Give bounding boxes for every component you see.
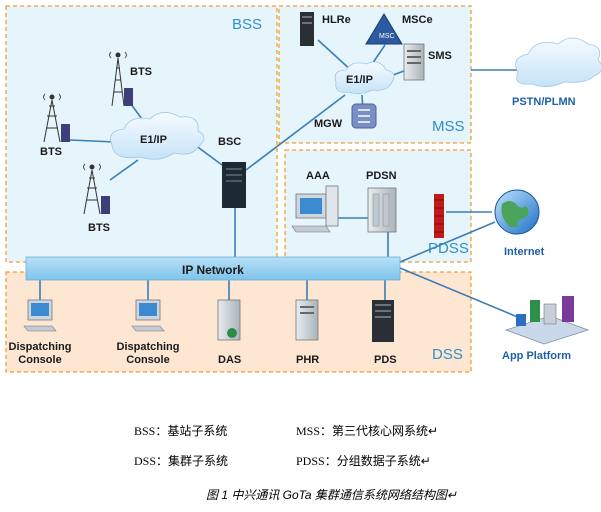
e1ip-label: E1/IP xyxy=(140,134,167,146)
aaa-computer-icon xyxy=(291,185,339,233)
e1ip-label: E1/IP xyxy=(346,74,373,86)
internet-label: Internet xyxy=(504,246,545,258)
bts-label: BTS xyxy=(130,66,152,78)
das-server-icon xyxy=(217,299,241,341)
figure-caption: 图 1 中兴通讯 GoTa 集群通信系统网络结构图↵ xyxy=(206,488,457,502)
link-ipnet-internet xyxy=(399,221,496,263)
pstn-cloud-icon xyxy=(515,37,601,87)
pdsn-server-icon xyxy=(367,187,397,233)
mgw-label: MGW xyxy=(314,118,343,130)
link-ipnet-app xyxy=(399,267,521,319)
msce-label: MSCe xyxy=(402,14,433,26)
mss-zone-label: MSS xyxy=(432,118,465,135)
bts-tower-icon xyxy=(43,93,70,143)
mgw-icon xyxy=(351,103,377,129)
dss-zone-label: DSS xyxy=(432,346,463,363)
cloud-icon xyxy=(110,112,205,160)
bts-tower-icon xyxy=(83,163,110,215)
bsc-cabinet-icon xyxy=(222,162,246,208)
link-bts-left-cloud xyxy=(69,139,116,143)
app-platform-label: App Platform xyxy=(502,350,572,362)
pdss-zone-label: PDSS xyxy=(428,240,469,257)
dispatching-console-label: Dispatching Console xyxy=(8,341,72,366)
app-platform-icon xyxy=(504,296,590,345)
msce-icon: MSC xyxy=(365,13,403,45)
link-cloud-bsc xyxy=(194,144,223,166)
ip-network-label: IP Network xyxy=(182,263,244,277)
svg-text:MSC: MSC xyxy=(379,33,395,40)
hlre-label: HLRe xyxy=(322,14,351,26)
dispatching-console-icon xyxy=(23,299,57,332)
bts-label: BTS xyxy=(40,146,62,158)
legend-mss: MSS：第三代核心网系统↵ xyxy=(296,424,439,438)
legend-bss: BSS：基站子系统 xyxy=(134,424,228,438)
firewall-icon xyxy=(434,194,444,238)
hlre-server-icon xyxy=(300,12,314,46)
pstn-label: PSTN/PLMN xyxy=(512,96,576,108)
bss-zone-label: BSS xyxy=(232,16,263,33)
pds-label: PDS xyxy=(374,354,397,366)
sms-label: SMS xyxy=(428,50,452,62)
internet-globe-icon xyxy=(494,189,540,235)
sms-server-icon xyxy=(403,43,425,81)
link-bsc-mss xyxy=(245,94,346,171)
link-cloud-hlre xyxy=(317,39,354,73)
dispatching-console-icon xyxy=(131,299,165,332)
aaa-label: AAA xyxy=(306,170,330,182)
pdsn-label: PDSN xyxy=(366,170,397,182)
link-bts-bottom-cloud xyxy=(109,159,139,181)
bts-label: BTS xyxy=(88,222,110,234)
ip-network-bar xyxy=(25,256,401,281)
legend-dss: DSS：集群子系统 xyxy=(134,454,229,468)
dispatching-console-label: Dispatching Console xyxy=(116,341,180,366)
cloud-icon xyxy=(334,61,395,94)
bsc-label: BSC xyxy=(218,136,242,148)
das-label: DAS xyxy=(218,354,242,366)
legend-pdss: PDSS：分组数据子系统↵ xyxy=(296,454,431,468)
phr-server-icon xyxy=(295,299,319,341)
bts-tower-icon xyxy=(109,51,133,107)
phr-label: PHR xyxy=(296,354,320,366)
pds-server-icon xyxy=(372,300,394,342)
